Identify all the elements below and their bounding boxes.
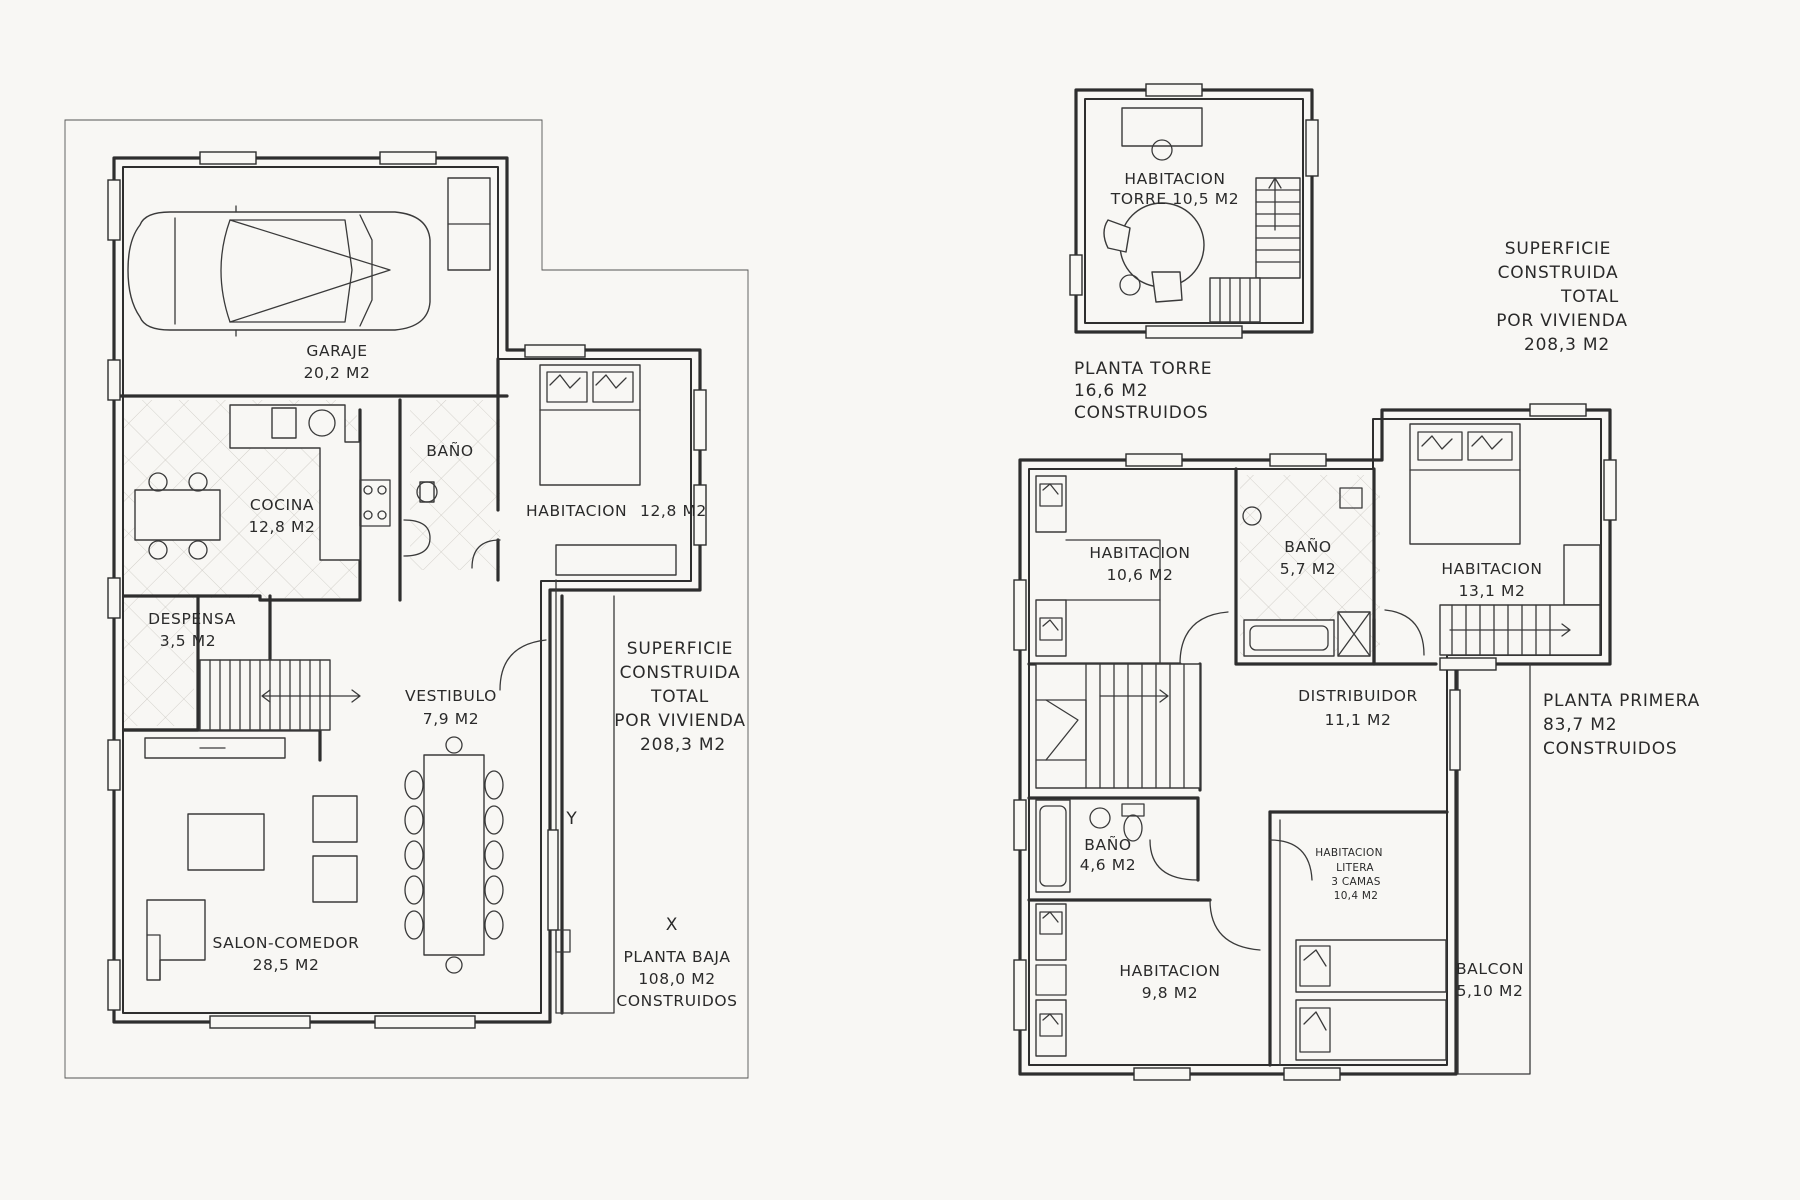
living-name: SALON-COMEDOR xyxy=(212,934,359,952)
tower-room-area: TORRE 10,5 M2 xyxy=(1110,190,1239,208)
ground-bedroom-area: 12,8 M2 xyxy=(640,502,707,520)
first-summary-title: PLANTA PRIMERA xyxy=(1543,691,1700,711)
first-bed1-area: 10,6 M2 xyxy=(1107,566,1174,584)
tower-summary-note: CONSTRUIDOS xyxy=(1074,403,1208,423)
living-area: 28,5 M2 xyxy=(253,956,320,974)
ground-summary-area: 108,0 M2 xyxy=(638,970,715,988)
distributor-name: DISTRIBUIDOR xyxy=(1298,687,1418,705)
ground-bedroom-name: HABITACION xyxy=(526,502,627,520)
top-total-line-3: TOTAL xyxy=(1560,287,1619,307)
dining-table xyxy=(404,736,504,974)
ground-bath-name: BAÑO xyxy=(426,441,473,460)
hall-name: VESTIBULO xyxy=(405,687,497,705)
marker-x: X xyxy=(666,915,678,935)
tower-summary-area: 16,6 M2 xyxy=(1074,381,1148,401)
kitchen-name: COCINA xyxy=(250,496,314,514)
garage-area: 20,2 M2 xyxy=(304,364,371,382)
first-bed3-area: 9,8 M2 xyxy=(1142,984,1198,1002)
first-summary-area: 83,7 M2 xyxy=(1543,715,1617,735)
ground-stairs xyxy=(199,659,361,731)
top-total-line-4: POR VIVIENDA xyxy=(1496,311,1628,331)
pantry-tile-floor xyxy=(124,598,194,726)
first-bed1-name: HABITACION xyxy=(1089,544,1190,562)
first-bed2-area: 13,1 M2 xyxy=(1459,582,1526,600)
top-total-line-2: CONSTRUIDA xyxy=(1498,263,1619,283)
balcony-area: 5,10 M2 xyxy=(1457,982,1524,1000)
ground-total-line-1: SUPERFICIE xyxy=(627,639,733,659)
ground-summary-title: PLANTA BAJA xyxy=(623,948,730,966)
hall-area: 7,9 M2 xyxy=(423,710,479,728)
top-total-line-1: SUPERFICIE xyxy=(1505,239,1611,259)
kitchen-area: 12,8 M2 xyxy=(249,518,316,536)
first-bath2-area: 4,6 M2 xyxy=(1080,856,1136,874)
garage-name: GARAJE xyxy=(306,342,367,360)
first-summary-note: CONSTRUIDOS xyxy=(1543,739,1677,759)
first-floor-plan xyxy=(1013,403,1617,1081)
top-total-area: 208,3 M2 xyxy=(1524,335,1610,355)
ground-floor-plan xyxy=(64,119,749,1079)
tower-room-name: HABITACION xyxy=(1124,170,1225,188)
first-bed3-name: HABITACION xyxy=(1119,962,1220,980)
ground-bedroom-bed xyxy=(539,364,641,486)
marker-y: Y xyxy=(565,809,577,829)
ground-summary-note: CONSTRUIDOS xyxy=(616,992,737,1010)
first-bath1-area: 5,7 M2 xyxy=(1280,560,1336,578)
bunk-line-3: 3 CAMAS xyxy=(1331,876,1381,888)
tower-summary-title: PLANTA TORRE xyxy=(1074,359,1212,379)
ground-total-line-3: TOTAL xyxy=(650,687,709,707)
bunk-line-2: LITERA xyxy=(1336,862,1374,874)
bunk-line-1: HABITACION xyxy=(1315,847,1383,859)
first-floor-stairs xyxy=(1035,663,1201,789)
first-bath1-name: BAÑO xyxy=(1284,537,1331,556)
ground-total-line-4: POR VIVIENDA xyxy=(614,711,746,731)
first-bath2-name: BAÑO xyxy=(1084,835,1131,854)
distributor-area: 11,1 M2 xyxy=(1325,711,1392,729)
ground-total-line-2: CONSTRUIDA xyxy=(620,663,741,683)
bunk-line-4: 10,4 M2 xyxy=(1334,890,1379,902)
ground-total-area: 208,3 M2 xyxy=(640,735,726,755)
first-bed2-name: HABITACION xyxy=(1441,560,1542,578)
car-drawing xyxy=(127,205,431,337)
balcony-name: BALCON xyxy=(1456,960,1524,978)
tower-plan xyxy=(1069,83,1319,339)
pantry-name: DESPENSA xyxy=(148,610,236,628)
pantry-area: 3,5 M2 xyxy=(160,632,216,650)
